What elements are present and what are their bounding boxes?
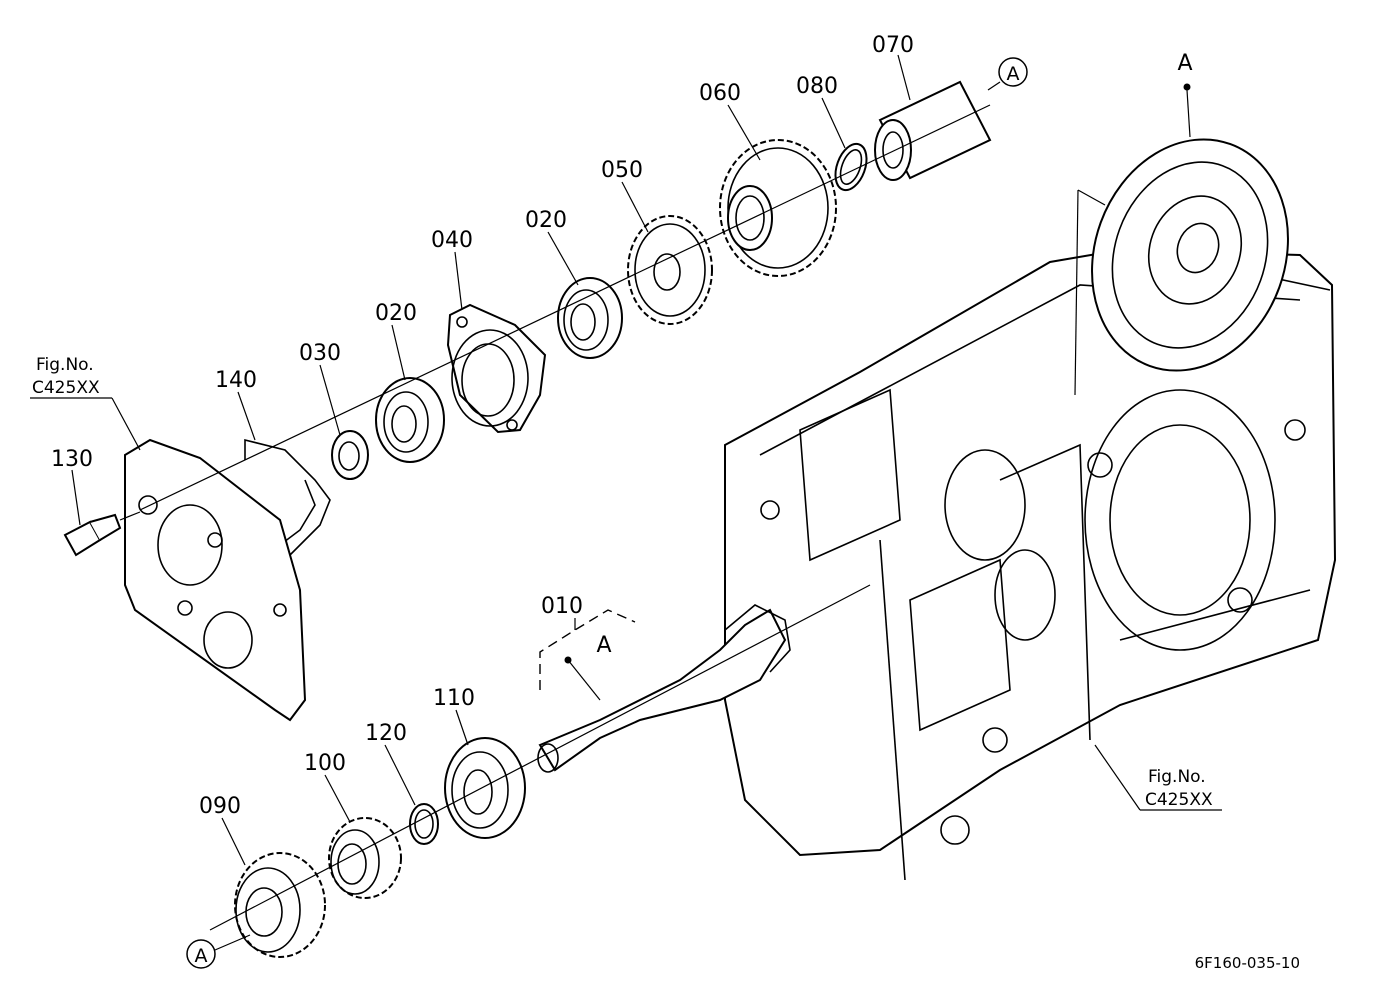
svg-text:A: A <box>195 945 208 967</box>
label-140: 140 <box>215 368 257 393</box>
fig-ref-left-line1: Fig.No. <box>36 355 94 375</box>
part-090-gear <box>234 852 326 958</box>
part-040-bearing-holder <box>446 303 547 434</box>
part-010-bracket <box>539 609 636 690</box>
label-030: 030 <box>299 341 341 366</box>
label-020-lower: 020 <box>375 301 417 326</box>
label-010: 010 <box>541 594 583 619</box>
label-040: 040 <box>431 228 473 253</box>
label-060: 060 <box>699 81 741 106</box>
fig-ref-right-line2: C425XX <box>1145 790 1213 810</box>
drawing-number: 6F160-035-10 <box>1195 954 1300 972</box>
label-130: 130 <box>51 447 93 472</box>
part-070-sleeve <box>874 80 1001 181</box>
label-070: 070 <box>872 33 914 58</box>
label-080: 080 <box>796 74 838 99</box>
label-110: 110 <box>433 686 475 711</box>
label-020-upper: 020 <box>525 208 567 233</box>
part-020-lower-bearing <box>375 377 445 463</box>
transmission-case <box>724 248 1337 881</box>
part-060-gear <box>719 139 837 277</box>
label-120: 120 <box>365 721 407 746</box>
circle-marker-a-bottom: A <box>186 939 216 969</box>
part-120-snap-ring <box>409 803 439 845</box>
part-130-bolt <box>63 511 141 557</box>
label-100: 100 <box>304 751 346 776</box>
part-140-gasket <box>244 438 331 562</box>
fig-ref-right-line1: Fig.No. <box>1148 767 1206 787</box>
circle-marker-a-top: A <box>998 57 1028 87</box>
part-080-snap-ring <box>834 142 868 192</box>
part-030-seal <box>331 430 369 480</box>
label-050: 050 <box>601 158 643 183</box>
part-010-pinion-shaft <box>537 604 791 773</box>
leader-lines <box>30 54 1222 951</box>
fig-ref-left-line2: C425XX <box>32 378 100 398</box>
ring-bevel-gear <box>1074 83 1289 396</box>
svg-text:A: A <box>1007 63 1020 85</box>
part-110-bearing <box>444 737 526 839</box>
part-020-upper-bearing <box>557 277 623 359</box>
shaft-marker-a: A <box>596 633 611 658</box>
label-090: 090 <box>199 794 241 819</box>
bevel-gear-marker-a: A <box>1177 51 1192 76</box>
assembly-axes <box>139 104 991 931</box>
part-100-gear <box>328 817 402 899</box>
part-050-gear <box>627 215 713 325</box>
cover-plate <box>124 438 307 722</box>
